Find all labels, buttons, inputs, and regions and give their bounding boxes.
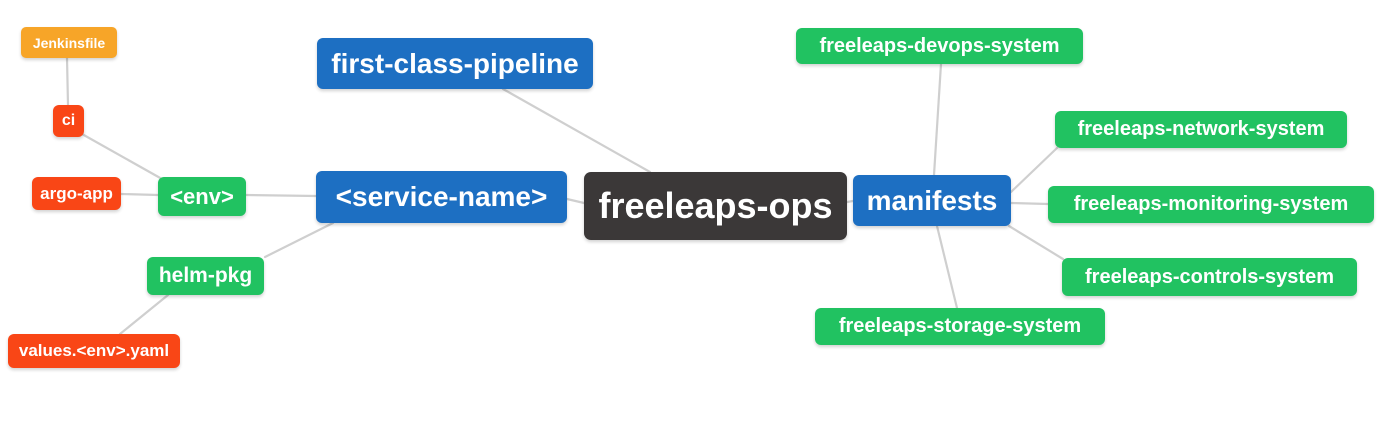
node-freeleaps-ops-root[interactable]: freeleaps-ops bbox=[584, 172, 847, 240]
edge-values-helm-pkg bbox=[118, 293, 170, 336]
edge-pipeline-root bbox=[501, 87, 652, 174]
node-service-name[interactable]: <service-name> bbox=[316, 171, 567, 223]
edge-service-name-root bbox=[565, 197, 586, 205]
edge-jenkinsfile-ci bbox=[65, 56, 70, 107]
node-controls-system[interactable]: freeleaps-controls-system bbox=[1062, 258, 1357, 296]
edge-manifests-storage bbox=[935, 224, 959, 310]
edge-helm-pkg-service-name bbox=[263, 221, 335, 259]
node-env[interactable]: <env> bbox=[158, 177, 246, 216]
edge-ci-env bbox=[80, 132, 164, 181]
node-values-env-yaml[interactable]: values.<env>.yaml bbox=[8, 334, 180, 368]
edge-manifests-monitoring bbox=[1009, 201, 1050, 206]
node-ci[interactable]: ci bbox=[53, 105, 84, 137]
edge-root-manifests bbox=[845, 199, 855, 204]
node-jenkinsfile[interactable]: Jenkinsfile bbox=[21, 27, 117, 58]
node-monitoring-system[interactable]: freeleaps-monitoring-system bbox=[1048, 186, 1374, 223]
node-helm-pkg[interactable]: helm-pkg bbox=[147, 257, 264, 295]
edge-manifests-network bbox=[1009, 146, 1059, 194]
node-argo-app[interactable]: argo-app bbox=[32, 177, 121, 210]
edge-manifests-devops bbox=[932, 62, 943, 177]
edge-env-service-name bbox=[244, 193, 318, 198]
node-first-class-pipeline[interactable]: first-class-pipeline bbox=[317, 38, 593, 89]
node-network-system[interactable]: freeleaps-network-system bbox=[1055, 111, 1347, 148]
node-devops-system[interactable]: freeleaps-devops-system bbox=[796, 28, 1083, 64]
node-manifests[interactable]: manifests bbox=[853, 175, 1011, 226]
node-storage-system[interactable]: freeleaps-storage-system bbox=[815, 308, 1105, 345]
edge-argo-app-env bbox=[119, 192, 160, 197]
edge-manifests-controls bbox=[1007, 224, 1065, 261]
